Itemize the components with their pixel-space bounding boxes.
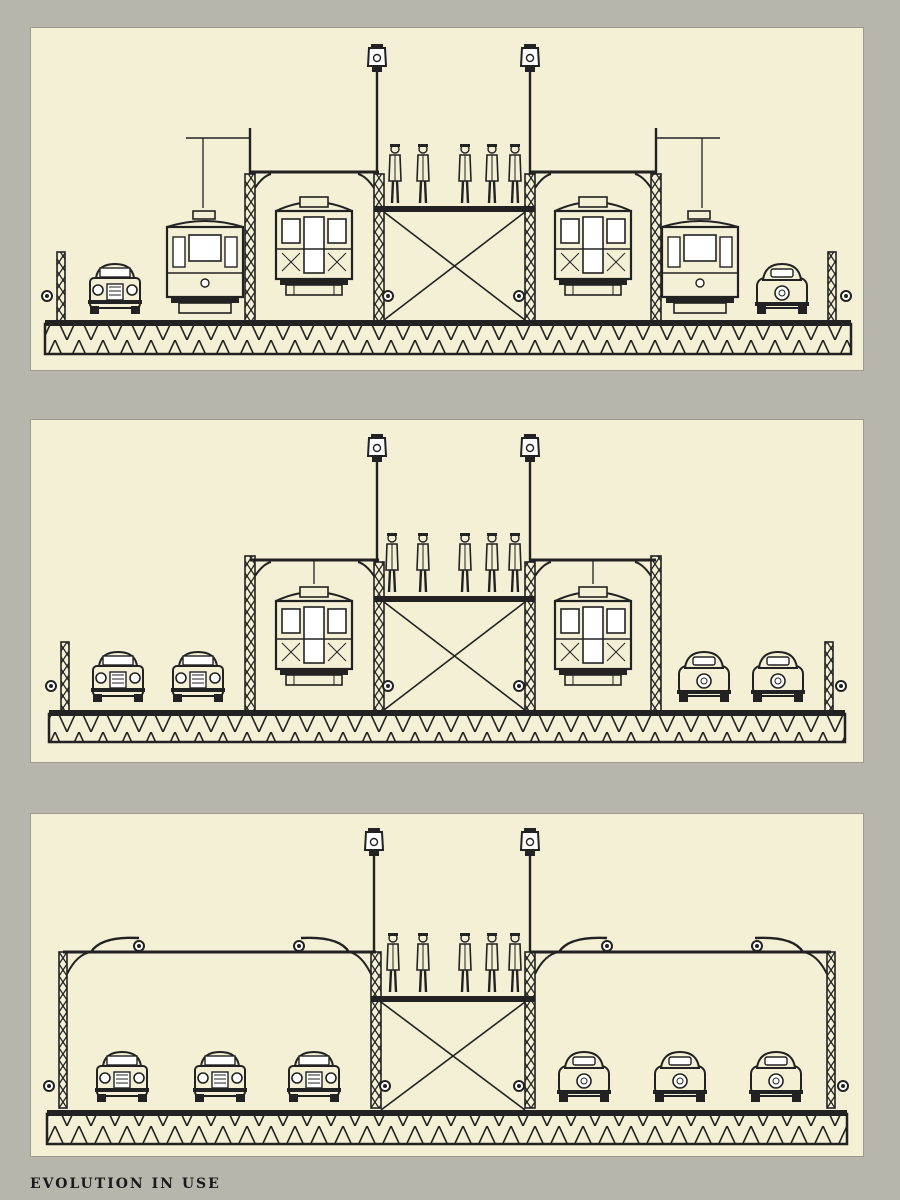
car-icon [94, 1051, 150, 1103]
car-icon [192, 1051, 248, 1103]
bridge-truss [47, 712, 847, 744]
car-icon [90, 651, 146, 703]
car-icon [750, 651, 806, 703]
car-icon [676, 651, 732, 703]
car-icon [286, 1051, 342, 1103]
pedestrian-icon [384, 531, 523, 594]
illustration-stage-1 [41, 43, 853, 356]
streetcar-icon [553, 195, 633, 297]
car-icon [170, 651, 226, 703]
panel-stage-2 [30, 419, 864, 763]
street-lamp [367, 43, 387, 73]
car-icon [556, 1051, 612, 1103]
panel-stage-3 [30, 813, 864, 1157]
streetcar-icon [274, 195, 354, 297]
pedestrian-icon [385, 931, 523, 994]
pedestrian-deck [374, 206, 535, 212]
road-deck [49, 710, 845, 716]
pedestrian-icon [387, 142, 523, 205]
road-deck [47, 1110, 847, 1116]
caption: EVOLUTION IN USE [30, 1176, 221, 1192]
car-icon [748, 1051, 804, 1103]
street-lamp [364, 827, 384, 857]
bridge-truss [45, 1112, 849, 1146]
panel-stage-1 [30, 27, 864, 371]
street-lamp [367, 433, 387, 463]
street-lamp [520, 43, 540, 73]
car-icon [754, 263, 810, 315]
trolley-streetcar-icon [660, 209, 740, 315]
illustration-stage-3 [43, 827, 849, 1146]
illustration-stage-2 [45, 433, 847, 744]
road-deck [45, 320, 851, 326]
trolley-streetcar-icon [165, 209, 245, 315]
bridge-truss [43, 322, 853, 356]
streetcar-icon [553, 585, 633, 687]
streetcar-icon [274, 585, 354, 687]
pedestrian-deck [374, 596, 535, 602]
car-icon [87, 263, 143, 315]
street-lamp [520, 433, 540, 463]
car-icon [652, 1051, 708, 1103]
pedestrian-deck [371, 996, 535, 1002]
street-lamp [520, 827, 540, 857]
